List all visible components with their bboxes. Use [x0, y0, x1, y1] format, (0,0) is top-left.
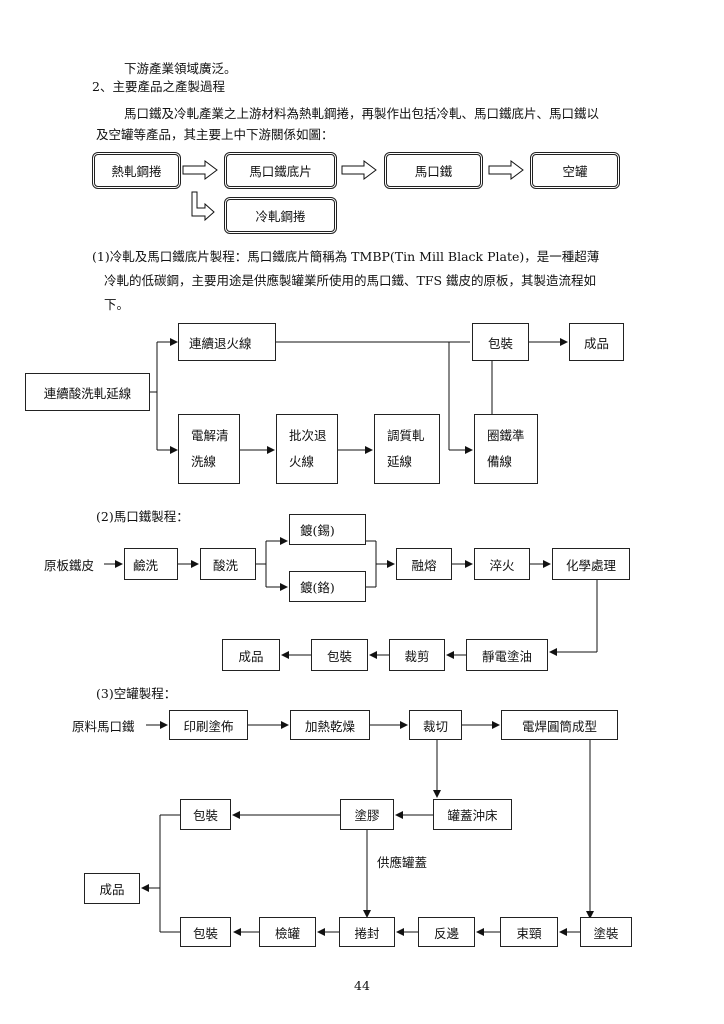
- flow1-electro-a: 電解清: [191, 428, 229, 443]
- flow1-pickling: 連續酸洗軋延線: [25, 373, 150, 411]
- flow3-seam: 捲封: [339, 917, 395, 947]
- chain-arrow-1: [182, 160, 218, 180]
- flow3-cut: 裁切: [409, 710, 462, 740]
- section-2-title: (2)馬口鐵製程：: [96, 509, 189, 524]
- flow1-coil-b: 備線: [487, 454, 513, 469]
- section-3-title: (3)空罐製程：: [96, 686, 177, 701]
- flow2-acid: 酸洗: [200, 548, 256, 580]
- flow1-product: 成品: [569, 323, 624, 361]
- flow1-coil-preparation: 圈鐵準 備線: [474, 414, 538, 484]
- flow3-coat: 塗裝: [580, 917, 632, 947]
- flow1-temper-rolling: 調質軋 延線: [374, 414, 440, 484]
- section-1-line: (1)冷軋及馬口鐵底片製程：馬口鐵底片簡稱為 TMBP(Tin Mill Bla…: [92, 249, 600, 264]
- flow3-print: 印刷塗佈: [169, 710, 248, 740]
- intro-line: 下游產業領域廣泛。: [124, 61, 237, 76]
- chain-arrow-2: [341, 160, 377, 180]
- flow2-product: 成品: [222, 639, 280, 671]
- flow1-batch-a: 批次退: [289, 428, 327, 443]
- flow3-dry: 加熱乾燥: [290, 710, 370, 740]
- page-number: 44: [354, 978, 370, 993]
- chain-cold-coil: 冷軋鋼捲: [224, 197, 337, 234]
- flow3-pack-bottom: 包裝: [180, 917, 231, 947]
- chain-tinplate: 馬口鐵: [384, 152, 483, 189]
- flow2-shear: 裁剪: [389, 639, 445, 671]
- flow1-batch-annealing: 批次退 火線: [276, 414, 338, 484]
- flow2-input-label: 原板鐵皮: [44, 558, 95, 573]
- flow2-tin-plating: 鍍(錫): [289, 514, 366, 545]
- flow3-product: 成品: [84, 873, 140, 904]
- chain-can: 空罐: [530, 152, 620, 189]
- flow1-batch-b: 火線: [289, 454, 315, 469]
- flow2-chrome-plating: 鍍(鉻): [289, 571, 366, 602]
- section-heading: 2、主要產品之產製過程: [92, 79, 225, 94]
- flow3-glue: 塗膠: [340, 799, 394, 830]
- flow2-alkali: 鹼洗: [124, 548, 178, 580]
- chain-arrow-4: [191, 191, 215, 222]
- flow2-chemical: 化學處理: [552, 548, 630, 580]
- chain-hot-coil: 熱軋鋼捲: [92, 152, 181, 189]
- flow1-temper-b: 延線: [387, 454, 413, 469]
- flow2-oiling: 靜電塗油: [466, 639, 548, 671]
- paragraph-line: 及空罐等產品，其主要上中下游關係如圖：: [96, 127, 334, 142]
- flow2-pack: 包裝: [311, 639, 368, 671]
- flow1-packing: 包裝: [472, 323, 529, 361]
- paragraph-line: 馬口鐵及冷軋產業之上游材料為熱軋鋼捲，再製作出包括冷軋、馬口鐵底片、馬口鐵以: [124, 106, 600, 121]
- flow3-neck: 束頸: [500, 917, 558, 947]
- flow3-lid-press: 罐蓋沖床: [433, 799, 512, 830]
- flow1-electrolytic-cleaning: 電解清 洗線: [178, 414, 240, 484]
- flow1-temper-a: 調質軋: [387, 428, 425, 443]
- flow3-flange: 反邊: [418, 917, 475, 947]
- section-1-line: 下。: [104, 297, 130, 312]
- flow1-electro-b: 洗線: [191, 454, 217, 469]
- flow3-inspect: 檢罐: [259, 917, 316, 947]
- flow1-annealing: 連續退火線: [178, 323, 276, 361]
- flow3-supply-label: 供應罐蓋: [377, 855, 428, 870]
- flow2-reflow: 融熔: [396, 548, 452, 580]
- flow3-pack-top: 包裝: [180, 799, 231, 830]
- chain-tmbp: 馬口鐵底片: [224, 152, 337, 189]
- chain-arrow-3: [488, 160, 524, 180]
- section-1-line: 冷軋的低碳鋼，主要用途是供應製罐業所使用的馬口鐵、TFS 鐵皮的原板，其製造流程…: [104, 273, 597, 288]
- flow3-input-label: 原料馬口鐵: [72, 719, 135, 734]
- flow1-coil-a: 圈鐵準: [487, 428, 525, 443]
- flow3-weld: 電焊圓筒成型: [501, 710, 618, 740]
- flow2-quench: 淬火: [474, 548, 530, 580]
